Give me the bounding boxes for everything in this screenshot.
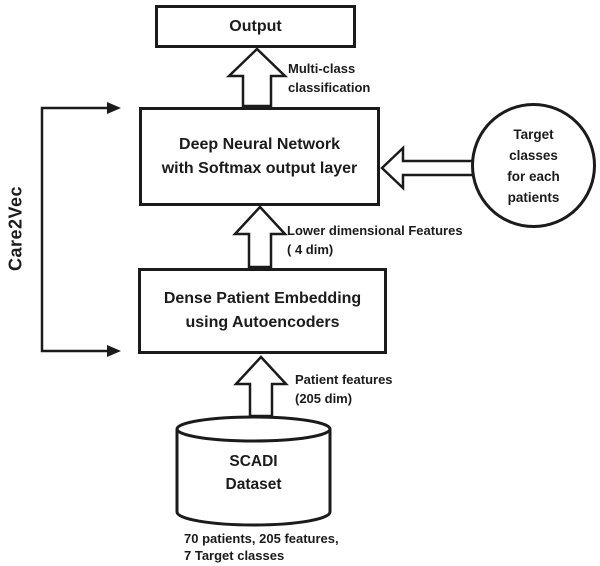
output-box: Output xyxy=(155,5,356,48)
dnn-label-line2: with Softmax output layer xyxy=(161,159,358,177)
dense-label-line1: Dense Patient Embedding xyxy=(163,290,362,307)
dataset-cylinder-label: SCADI Dataset xyxy=(177,450,330,496)
patient-features-arrow-label: Patient features (205 dim) xyxy=(295,370,393,408)
dataset-label-line1: SCADI xyxy=(229,453,278,470)
arrow-dnn-to-output-icon xyxy=(225,47,289,108)
arrow-targets-to-dnn-icon xyxy=(380,145,480,191)
output-label: Output xyxy=(229,17,282,35)
patient-features-label-line2: (205 dim) xyxy=(295,391,353,406)
dnn-label-line1: Deep Neural Network xyxy=(179,135,340,153)
target-classes-circle: Target classes for each patients xyxy=(471,103,596,228)
dense-label-line2: using Autoencoders xyxy=(185,314,340,331)
lower-dim-label-line2: ( 4 dim) xyxy=(287,242,334,257)
care2vec-side-label: Care2Vec xyxy=(5,185,26,272)
target-circle-line1: Target xyxy=(513,126,554,142)
multiclass-label-line1: Multi-class xyxy=(288,61,356,76)
bracket-bottom-arrowhead-icon xyxy=(107,345,121,357)
care2vec-bracket xyxy=(40,106,111,353)
arrow-dataset-to-dense-icon xyxy=(233,355,289,418)
dnn-box: Deep Neural Network with Softmax output … xyxy=(139,107,380,206)
dense-embedding-box: Dense Patient Embedding using Autoencode… xyxy=(138,268,387,354)
bracket-top-arrowhead-icon xyxy=(107,102,121,114)
lower-dim-arrow-label: Lower dimensional Features ( 4 dim) xyxy=(287,221,463,259)
target-circle-line3: for each xyxy=(507,168,560,184)
dataset-caption-line2: 7 Target classes xyxy=(184,548,285,563)
dataset-cylinder-top xyxy=(175,415,332,443)
dataset-caption: 70 patients, 205 features, 7 Target clas… xyxy=(184,530,339,564)
multiclass-label-line2: classification xyxy=(288,80,371,95)
target-circle-line4: patients xyxy=(507,189,560,205)
lower-dim-label-line1: Lower dimensional Features xyxy=(287,223,463,238)
dataset-label-line2: Dataset xyxy=(225,476,282,493)
target-circle-line2: classes xyxy=(509,147,558,163)
patient-features-label-line1: Patient features xyxy=(295,372,393,387)
dataset-caption-line1: 70 patients, 205 features, xyxy=(184,531,339,546)
multiclass-arrow-label: Multi-class classification xyxy=(288,59,370,97)
dataset-cylinder-body xyxy=(175,429,332,527)
arrow-dense-to-dnn-icon xyxy=(232,205,288,269)
